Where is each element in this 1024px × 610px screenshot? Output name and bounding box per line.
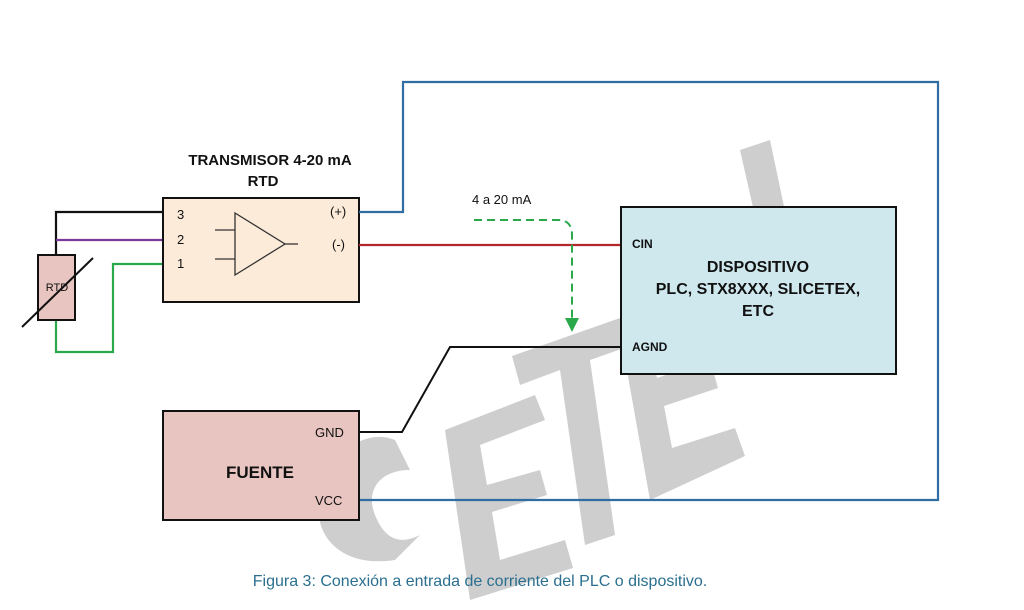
rtd-label: RTD	[46, 282, 68, 294]
transmitter-box	[162, 197, 360, 303]
device-box	[620, 206, 897, 375]
transmitter-out-minus: (-)	[332, 237, 345, 252]
power-supply-box	[162, 410, 360, 521]
transmitter-pin-2: 2	[177, 232, 184, 247]
device-agnd-label: AGND	[632, 340, 668, 354]
transmitter-subtitle: RTD	[248, 173, 279, 190]
amplifier-icon	[215, 211, 298, 277]
transmitter-pin-3: 3	[177, 207, 184, 222]
current-flow-path	[474, 219, 573, 322]
current-label: 4 a 20 mA	[472, 192, 532, 207]
transmitter-pin-1: 1	[177, 256, 184, 271]
power-gnd-label: GND	[315, 425, 344, 440]
current-arrow-icon	[565, 318, 579, 332]
wire-blue-loop	[359, 80, 940, 502]
power-vcc-label: VCC	[315, 493, 342, 508]
rtd-wire-green	[54, 262, 163, 354]
device-etc: ETC	[742, 303, 774, 320]
power-supply-title: FUENTE	[226, 463, 294, 482]
rtd-resistor-arrow	[21, 257, 94, 328]
figure-caption: Figura 3: Conexión a entrada de corrient…	[253, 573, 707, 590]
transmitter-title: TRANSMISOR 4-20 mA	[188, 152, 352, 169]
device-title: DISPOSITIVO	[707, 259, 809, 276]
device-cin-label: CIN	[632, 237, 653, 251]
rtd-resistor	[37, 254, 76, 321]
device-models: PLC, STX8XXX, SLICETEX,	[656, 281, 861, 298]
wire-black-ground	[359, 346, 621, 433]
transmitter-out-plus: (+)	[330, 204, 346, 219]
